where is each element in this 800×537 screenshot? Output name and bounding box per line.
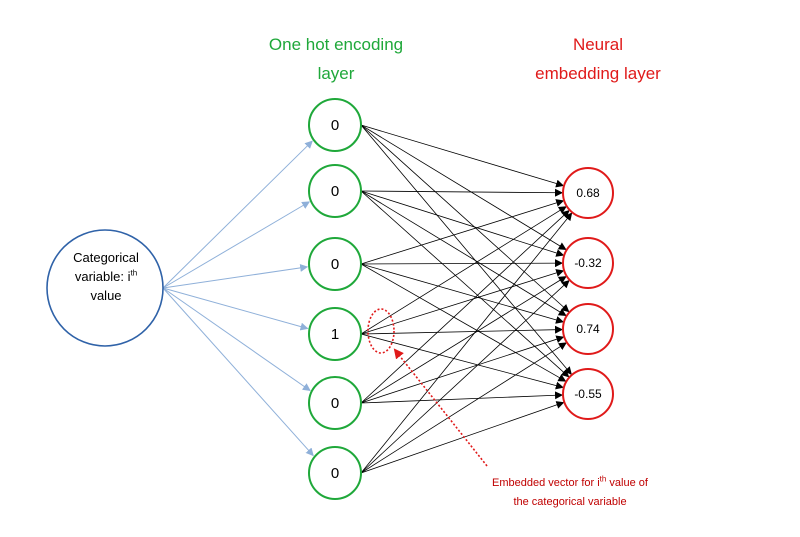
dense-edge-5-2 — [360, 276, 567, 404]
dense-edge-2-1 — [360, 188, 564, 197]
embedding-node-4: -0.55 — [562, 368, 614, 420]
dense-edge-4-1 — [360, 206, 567, 335]
dense-edge-5-4 — [360, 391, 564, 404]
dense-edge-2-3 — [360, 190, 567, 317]
one-hot-node-5: 0 — [308, 376, 362, 430]
embedding-title-line1: Neural — [572, 35, 624, 54]
input-edges — [162, 140, 314, 457]
one-hot-node-4: 1 — [308, 307, 362, 361]
input-edge-3 — [162, 263, 309, 289]
source-label-line2: variable: ith — [74, 268, 138, 284]
one-hot-value-3: 0 — [331, 256, 339, 273]
embedding-value-1: 0.68 — [576, 186, 600, 200]
embedding-node-2: -0.32 — [562, 237, 614, 289]
source-label-line1: Categorical — [73, 250, 139, 265]
one-hot-title-line2: layer — [317, 64, 355, 83]
embedding-value-2: -0.32 — [574, 256, 602, 270]
one-hot-value-1: 0 — [331, 117, 339, 134]
one-hot-value-4: 1 — [331, 326, 339, 343]
annotation-line2: the categorical variable — [513, 496, 627, 508]
dense-edge-2-4 — [360, 190, 570, 378]
one-hot-value-2: 0 — [331, 183, 339, 200]
dense-edge-6-2 — [360, 279, 570, 474]
embedding-value-3: 0.74 — [576, 322, 600, 336]
input-edge-1 — [162, 140, 313, 289]
one-hot-layer-title: One hot encoding layer — [226, 30, 446, 88]
categorical-variable-node — [46, 229, 164, 347]
dense-edge-1-1 — [360, 124, 565, 188]
dense-edge-4-4 — [360, 333, 564, 390]
source-node-label: Categorical variable: ith value — [50, 248, 162, 305]
input-edge-4 — [162, 287, 309, 331]
input-edge-2 — [162, 201, 311, 289]
one-hot-node-2: 0 — [308, 164, 362, 218]
one-hot-title-line1: One hot encoding — [268, 35, 404, 54]
dense-edge-3-4 — [360, 263, 567, 382]
dense-edge-6-4 — [360, 401, 565, 474]
one-hot-value-5: 0 — [331, 395, 339, 412]
dense-edge-6-1 — [360, 212, 573, 474]
one-hot-value-6: 0 — [331, 465, 339, 482]
highlight-ellipse — [367, 308, 395, 354]
dense-edge-1-2 — [360, 124, 567, 251]
dense-edge-2-2 — [360, 190, 565, 257]
dense-edge-1-3 — [360, 124, 570, 313]
dense-edge-5-1 — [360, 209, 570, 404]
embedding-node-1: 0.68 — [562, 167, 614, 219]
embedding-title-line2: embedding layer — [535, 64, 661, 83]
dense-edge-4-3 — [360, 325, 564, 335]
dense-edge-3-3 — [360, 263, 564, 324]
input-edge-5 — [162, 287, 311, 392]
one-hot-node-3: 0 — [308, 237, 362, 291]
dense-edge-3-1 — [360, 199, 565, 265]
embedding-value-4: -0.55 — [574, 387, 602, 401]
dense-edge-3-2 — [360, 259, 564, 268]
source-label-line3: value — [90, 288, 122, 303]
embedded-vector-annotation: Embedded vector for ith value of the cat… — [450, 474, 690, 512]
embedding-node-3: 0.74 — [562, 303, 614, 355]
input-edge-6 — [162, 287, 314, 457]
annotation-line1: Embedded vector for ith value of — [492, 474, 648, 489]
dense-edges — [360, 124, 573, 474]
dense-edge-6-3 — [360, 342, 567, 474]
one-hot-node-6: 0 — [308, 446, 362, 500]
dense-edge-5-3 — [360, 335, 565, 404]
dense-edge-1-4 — [360, 124, 572, 375]
annotation-pointer-arrow — [393, 348, 488, 467]
dense-edge-4-2 — [360, 269, 565, 335]
embedding-layer-title: Neural embedding layer — [488, 30, 708, 88]
one-hot-node-1: 0 — [308, 98, 362, 152]
